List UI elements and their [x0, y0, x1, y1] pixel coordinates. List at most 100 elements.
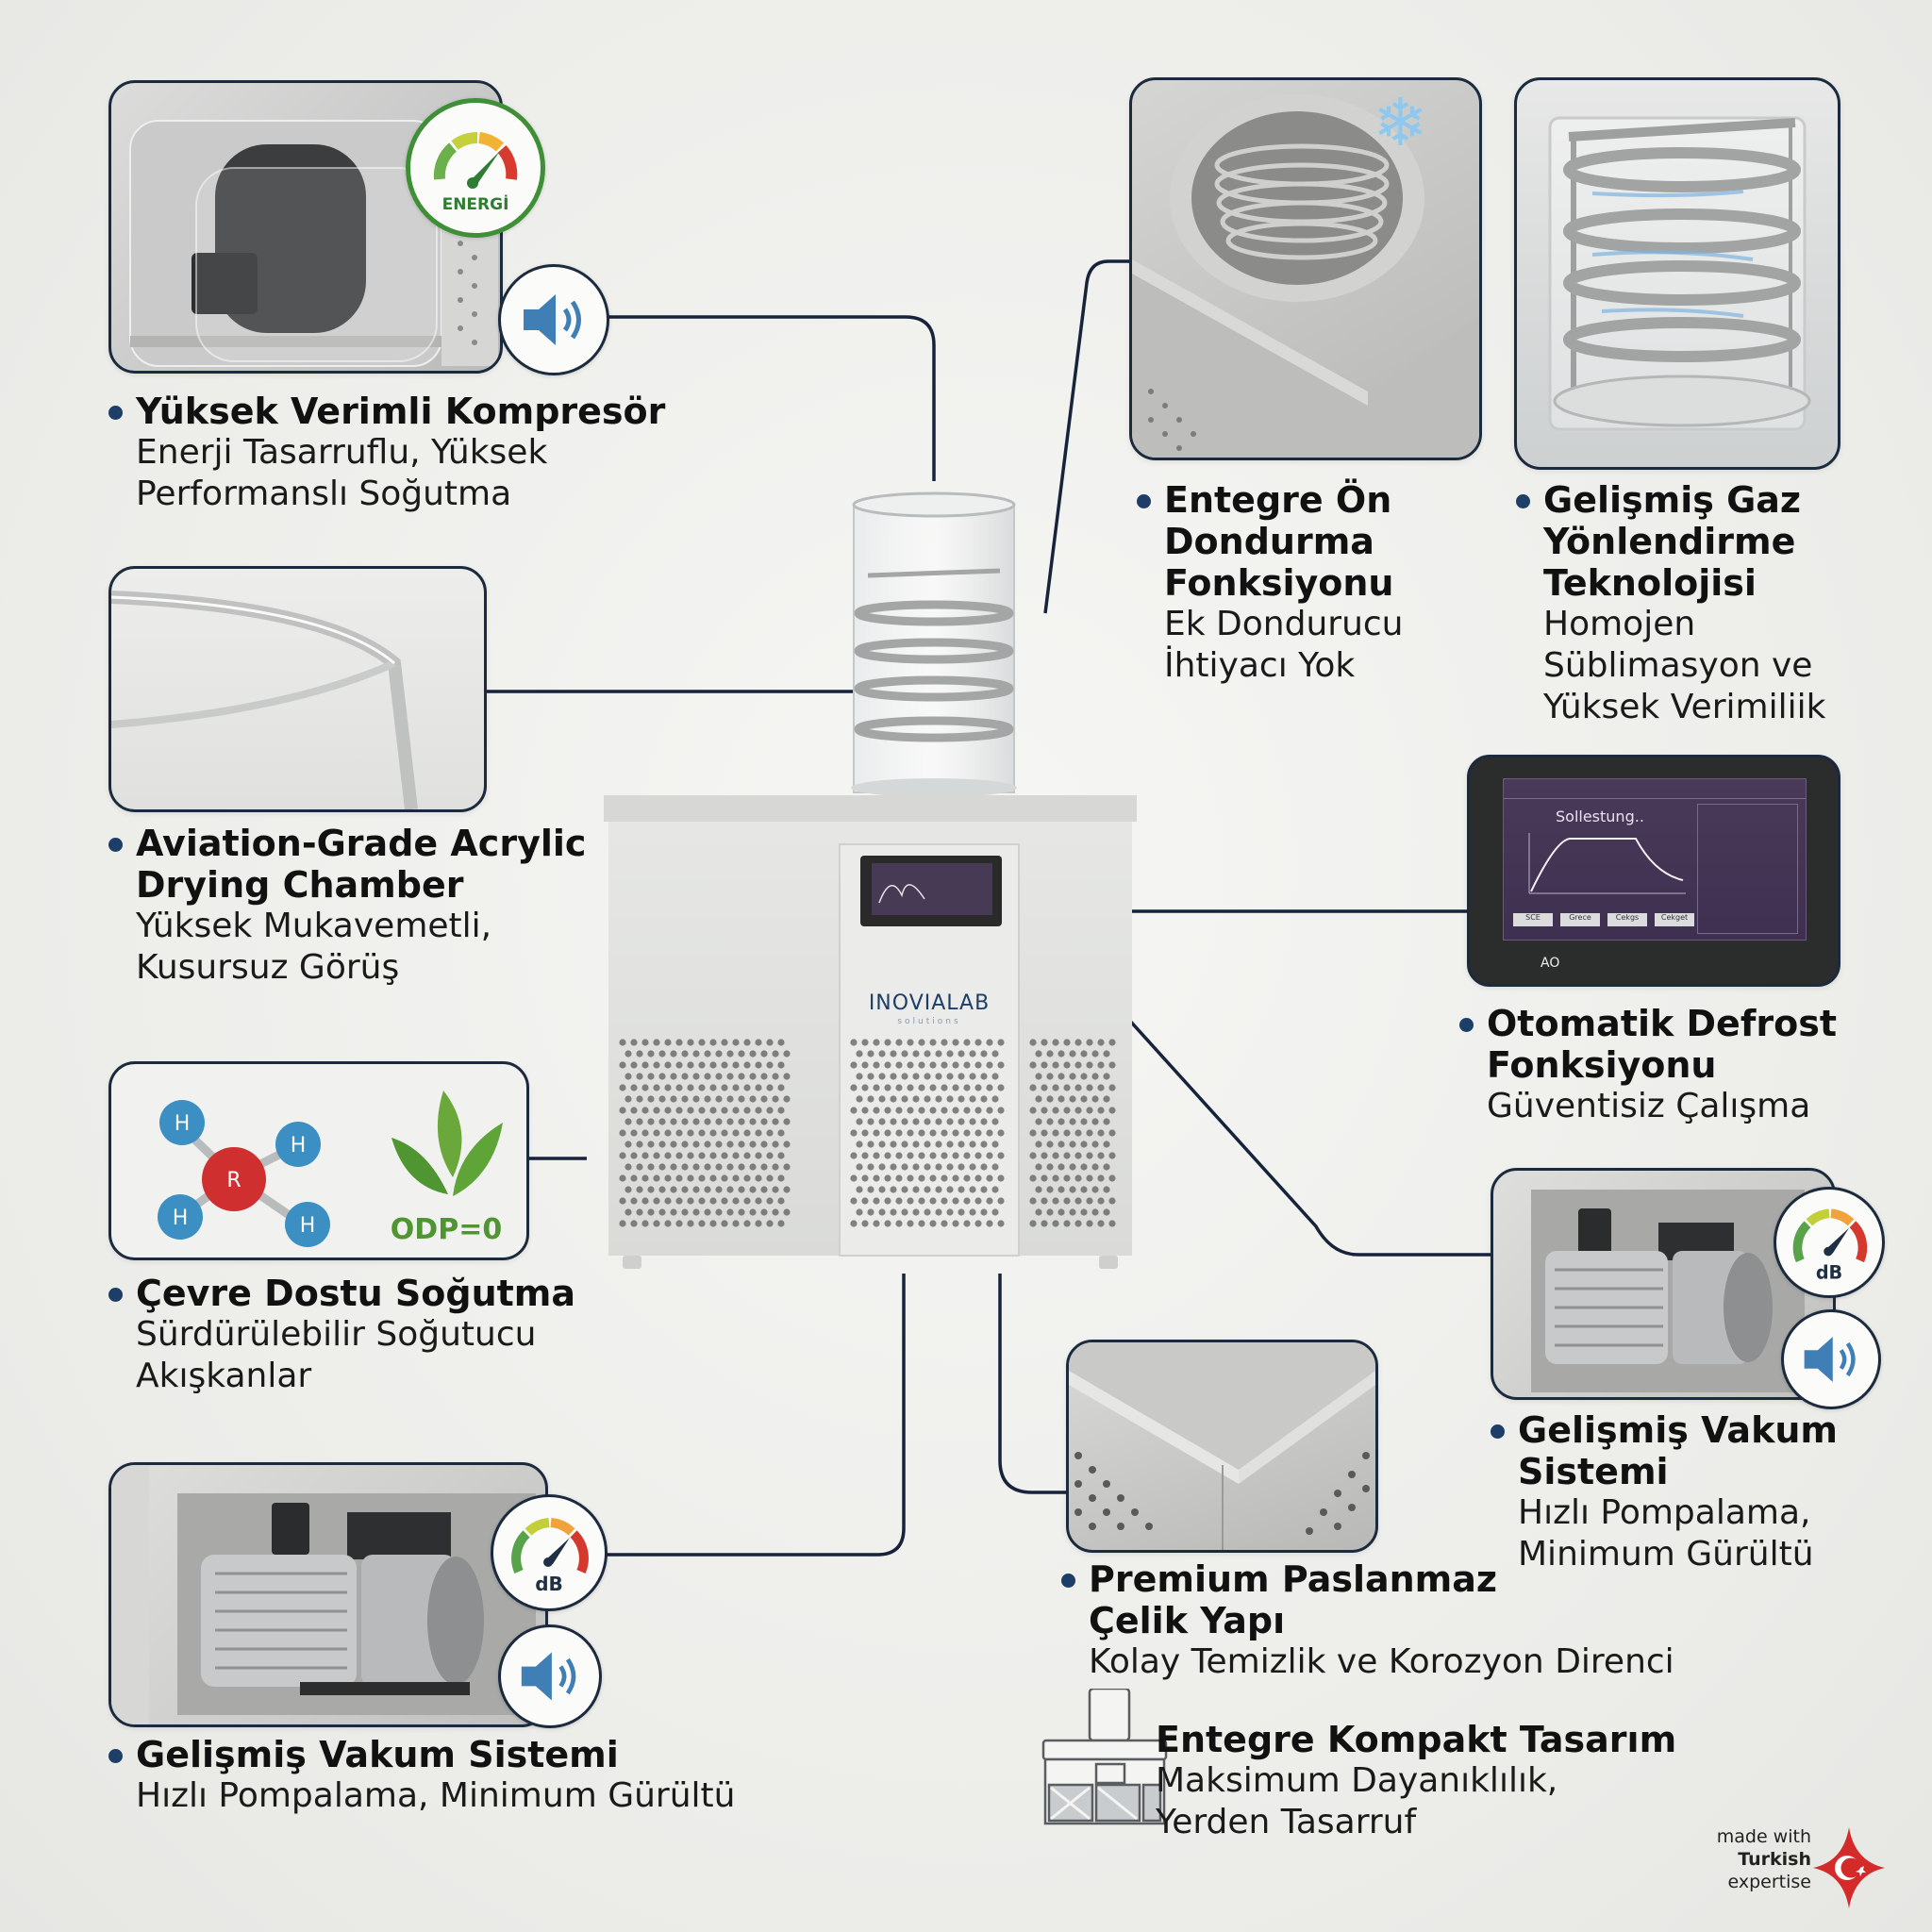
grille-hole [850, 1174, 858, 1182]
feature-subtitle-line: Yerden Tasarruf [1156, 1803, 1417, 1841]
grille-hole [1041, 1220, 1048, 1227]
vacuum-pump-image [111, 1465, 536, 1724]
grille-hole [986, 1152, 993, 1159]
grille-hole [974, 1220, 982, 1227]
grille-hole [935, 1141, 942, 1148]
grille-hole [912, 1050, 920, 1058]
grille-hole [1041, 1129, 1048, 1137]
grille-hole [636, 1050, 643, 1058]
grille-hole [1063, 1039, 1071, 1046]
feature-title-line: Drying Chamber [136, 864, 464, 906]
grille-hole [664, 1129, 672, 1137]
grille-hole [760, 1073, 768, 1080]
vacuum-right-card [1491, 1168, 1836, 1400]
grille-hole [1108, 1220, 1116, 1227]
grille-hole [1046, 1050, 1054, 1058]
grille-hole [681, 1186, 689, 1193]
grille-hole [884, 1220, 891, 1227]
screen-button[interactable]: Cekgs [1607, 913, 1647, 926]
grille-hole [749, 1050, 757, 1058]
grille-hole [901, 1186, 908, 1193]
grille-hole [878, 1186, 886, 1193]
grille-hole [726, 1095, 734, 1103]
feature-vacuum-left: Gelişmiş Vakum Sistemi Hızlı Pompalama, … [108, 1734, 735, 1817]
grille-hole [986, 1039, 993, 1046]
vacuum-left-card [108, 1462, 548, 1727]
grille-hole [704, 1118, 711, 1125]
grille-hole [912, 1095, 920, 1103]
grille-hole [732, 1039, 740, 1046]
turkish-star-icon [1813, 1827, 1885, 1908]
grille-hole [1091, 1050, 1099, 1058]
grille-hole [1080, 1163, 1088, 1171]
grille-hole [1046, 1141, 1054, 1148]
grille-hole [675, 1061, 683, 1069]
decibel-label: dB [535, 1573, 563, 1595]
grille-hole [963, 1061, 971, 1069]
grille-hole [653, 1039, 660, 1046]
grille-hole [901, 1118, 908, 1125]
grille-hole [630, 1174, 638, 1182]
grille-hole [873, 1152, 880, 1159]
grille-hole [670, 1141, 677, 1148]
grille-hole [743, 1129, 751, 1137]
feature-title-line: Gelişmiş Vakum [1518, 1409, 1838, 1451]
grille-hole [856, 1186, 863, 1193]
inovialab-logo-sub: solutions [897, 1017, 960, 1026]
steel-card [1066, 1340, 1378, 1553]
grille-hole [935, 1163, 942, 1171]
grille-hole [687, 1152, 694, 1159]
decibel-label: dB [1816, 1261, 1842, 1283]
grille-hole [738, 1163, 745, 1171]
bullet-icon [108, 838, 123, 852]
bullet-icon [1516, 494, 1530, 508]
grille-hole [619, 1061, 626, 1069]
grille-hole [884, 1152, 891, 1159]
grille-hole [884, 1061, 891, 1069]
grille-hole [918, 1039, 925, 1046]
feature-subtitle-line: Performanslı Soğutma [136, 475, 512, 513]
grille-hole [918, 1152, 925, 1159]
grille-hole [709, 1197, 717, 1205]
grille-hole [890, 1050, 897, 1058]
grille-hole [912, 1118, 920, 1125]
grille-hole [738, 1208, 745, 1216]
grille-hole [946, 1073, 954, 1080]
screen-button[interactable]: Grece [1560, 913, 1600, 926]
acrylic-image [111, 591, 418, 809]
screen-button[interactable]: Cekget [1655, 913, 1694, 926]
grille-hole [974, 1061, 982, 1069]
grille-hole [658, 1208, 666, 1216]
grille-hole [918, 1197, 925, 1205]
feature-subtitle-line: Minimum Gürültü [1518, 1535, 1814, 1574]
grille-hole [1063, 1174, 1071, 1182]
grille-hole [997, 1197, 1005, 1205]
grille-hole [738, 1050, 745, 1058]
grille-hole [743, 1107, 751, 1114]
grille-hole [743, 1152, 751, 1159]
grille-hole [1035, 1073, 1042, 1080]
grille-hole [709, 1107, 717, 1114]
grille-hole [777, 1084, 785, 1091]
grille-hole [1080, 1141, 1088, 1148]
feature-eco: Çevre Dostu Soğutma Sürdürülebilir Soğut… [108, 1273, 575, 1397]
grille-hole [958, 1208, 965, 1216]
grille-hole [721, 1107, 728, 1114]
grille-hole [918, 1129, 925, 1137]
grille-hole [1074, 1084, 1082, 1091]
bullet-icon [1459, 1018, 1474, 1032]
grille-hole [732, 1220, 740, 1227]
grille-hole [867, 1141, 874, 1148]
grille-hole [935, 1186, 942, 1193]
grille-hole [941, 1174, 948, 1182]
screen-button[interactable]: SCE [1513, 913, 1553, 926]
grille-hole [619, 1039, 626, 1046]
grille-hole [777, 1061, 785, 1069]
atom-label: H [291, 1134, 307, 1158]
grille-hole [783, 1163, 791, 1171]
grille-hole [709, 1152, 717, 1159]
grille-hole [997, 1129, 1005, 1137]
grille-hole [715, 1118, 723, 1125]
grille-hole [1108, 1107, 1116, 1114]
grille-hole [721, 1084, 728, 1091]
